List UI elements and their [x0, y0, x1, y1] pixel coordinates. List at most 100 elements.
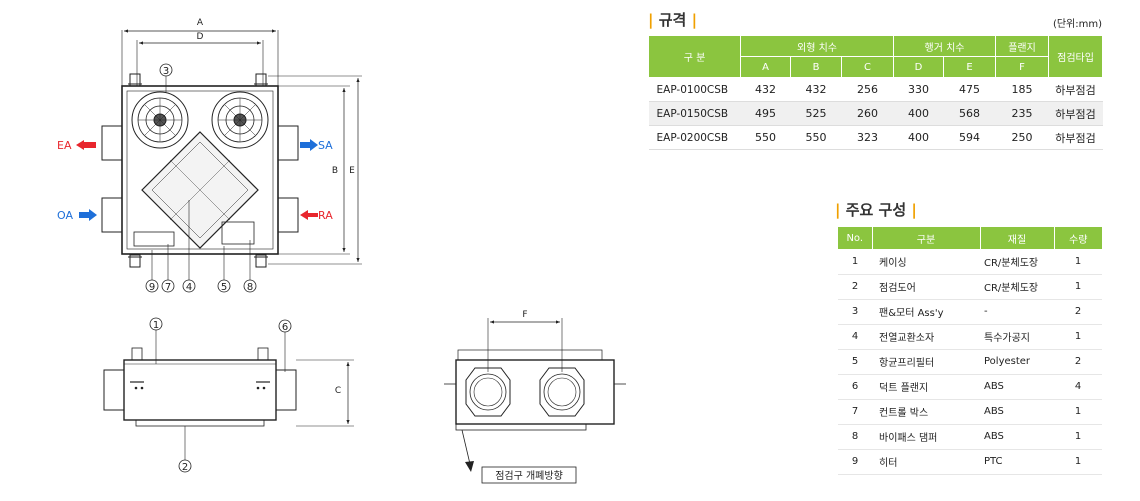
comp-qty-cell: 4 [1054, 374, 1102, 400]
spec-subheader-a: A [740, 56, 791, 78]
spec-table: 구 분 외형 치수 행거 치수 플랜지 점검타입 A B C D E F EAP… [648, 35, 1104, 150]
comp-no-cell: 4 [838, 324, 872, 350]
comp-qty-cell: 1 [1054, 249, 1102, 275]
spec-subheader-f: F [995, 56, 1050, 78]
title-bar-icon: | [835, 201, 841, 219]
fan-left [131, 91, 189, 149]
spec-cell: 432 [740, 77, 791, 102]
flange-right [539, 367, 585, 417]
spec-subheader-d: D [893, 56, 945, 78]
oa-label: OA [57, 209, 73, 222]
callout-9: 9 [149, 282, 155, 293]
fan-right [211, 91, 269, 149]
front-view [444, 318, 626, 484]
spec-cell: 185 [995, 77, 1049, 102]
comp-qty-cell: 1 [1054, 399, 1102, 425]
bypass-damper [221, 221, 255, 245]
ea-label: EA [57, 139, 72, 152]
spec-cell: 하부점검 [1048, 101, 1103, 126]
title-bar-icon: | [648, 11, 654, 29]
spec-cell: 하부점검 [1048, 125, 1103, 150]
spec-cell: 475 [943, 77, 996, 102]
dim-d-label: D [197, 32, 204, 42]
callout-7: 7 [165, 282, 171, 293]
control-box [133, 231, 175, 247]
callout-2: 2 [182, 462, 188, 473]
inspection-direction-label: 점검구 개폐방향 [495, 470, 563, 482]
model-cell: EAP-0100CSB [648, 77, 741, 102]
airflow-oa: OA [57, 209, 97, 222]
comp-name-cell: 바이패스 댐퍼 [872, 424, 980, 450]
comp-header-material: 재질 [980, 227, 1055, 249]
callout-1: 1 [153, 320, 159, 331]
spec-cell: 594 [943, 125, 996, 150]
comp-no-cell: 8 [838, 424, 872, 450]
components-section-title: | 주요 구성 | [835, 199, 917, 220]
model-cell: EAP-0200CSB [648, 125, 741, 150]
spec-subheader-e: E [943, 56, 997, 78]
comp-name-cell: 팬&모터 Ass'y [872, 299, 980, 325]
spec-subheader-b: B [790, 56, 842, 78]
dim-b-label: B [332, 166, 338, 176]
comp-no-cell: 5 [838, 349, 872, 375]
ra-label: RA [318, 209, 333, 222]
side-view [103, 317, 354, 473]
spec-cell: 400 [893, 101, 944, 126]
comp-no-cell: 3 [838, 299, 872, 325]
side-casing [123, 359, 277, 421]
duct-ea [101, 125, 123, 161]
comp-material-cell: ABS [980, 374, 1054, 400]
spec-header-category: 구 분 [648, 35, 741, 78]
spec-cell: 568 [943, 101, 996, 126]
components-title-text: 주요 구성 [845, 201, 907, 219]
comp-name-cell: 케이싱 [872, 249, 980, 275]
sa-arrow-icon [300, 139, 318, 151]
comp-material-cell: CR/분체도장 [980, 274, 1054, 300]
comp-name-cell: 전열교환소자 [872, 324, 980, 350]
comp-qty-cell: 1 [1054, 449, 1102, 475]
spec-cell: 260 [841, 101, 894, 126]
spec-unit: (단위:mm) [1052, 19, 1102, 30]
spec-cell: 235 [995, 101, 1049, 126]
inspection-arrow-icon [465, 461, 474, 472]
comp-no-cell: 6 [838, 374, 872, 400]
spec-cell: 400 [893, 125, 944, 150]
comp-qty-cell: 1 [1054, 424, 1102, 450]
comp-qty-cell: 2 [1054, 349, 1102, 375]
spec-section-title: | 규격 | [648, 9, 697, 30]
spec-cell: 550 [790, 125, 842, 150]
spec-subheader-c: C [840, 56, 895, 78]
spec-title-text: 규격 [658, 11, 687, 29]
comp-material-cell: ABS [980, 424, 1054, 450]
model-cell: EAP-0150CSB [648, 101, 741, 126]
comp-name-cell: 컨트롤 박스 [872, 399, 980, 425]
spec-cell: 550 [740, 125, 791, 150]
comp-header-category: 구분 [872, 227, 981, 249]
comp-material-cell: CR/분체도장 [980, 249, 1054, 275]
comp-material-cell: 특수가공지 [980, 324, 1054, 350]
comp-no-cell: 1 [838, 249, 872, 275]
spec-header-inspection: 점검타입 [1048, 35, 1104, 78]
dim-c-label: C [335, 386, 341, 396]
comp-qty-cell: 2 [1054, 299, 1102, 325]
callout-3: 3 [163, 66, 169, 77]
airflow-ra: RA [300, 209, 333, 222]
flange-left [465, 367, 511, 417]
duct-ra [277, 197, 299, 233]
dim-e-label: E [349, 166, 355, 176]
spec-cell: 250 [995, 125, 1049, 150]
spec-cell: 323 [841, 125, 894, 150]
front-casing [455, 359, 615, 425]
callout-8: 8 [247, 282, 253, 293]
spec-header-hanger: 행거 치수 [893, 35, 997, 57]
